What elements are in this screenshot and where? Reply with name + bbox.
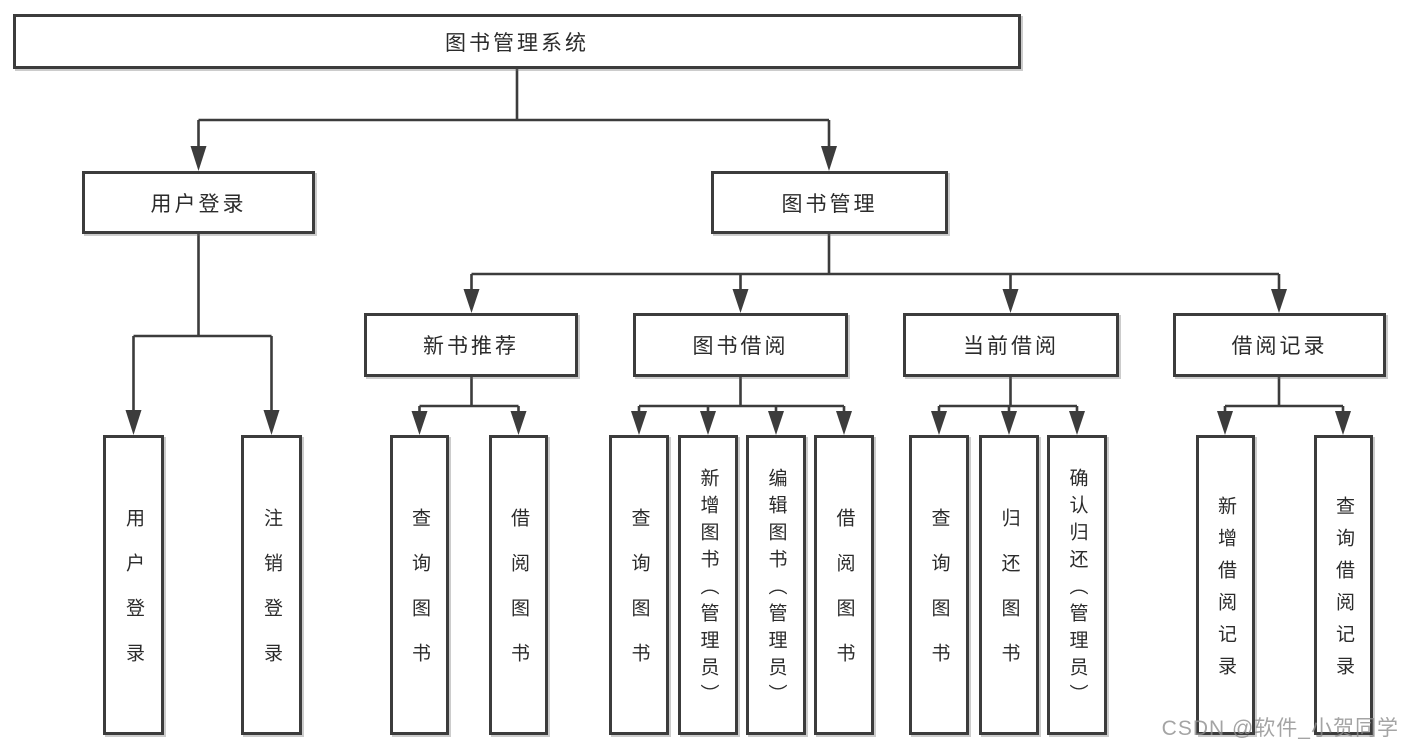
node-current-borrowing: 当前借阅: [903, 313, 1119, 377]
node-label: 用户登录: [123, 508, 144, 688]
node-label: 注销登录: [261, 508, 282, 688]
node-label: 新书推荐: [423, 335, 519, 358]
leaf-logout: 注销登录: [241, 435, 302, 735]
leaf-br-query-borrow-record: 查询借阅记录: [1314, 435, 1373, 735]
node-label: 查询借阅记录: [1333, 495, 1354, 688]
node-label: 归还图书: [998, 508, 1020, 688]
node-library-management-system: 图书管理系统: [13, 14, 1021, 69]
node-label: 查询图书: [628, 508, 650, 688]
connector-cb-to-leaves: [931, 377, 1085, 435]
leaf-cb-query-books: 查询图书: [909, 435, 969, 735]
node-label: 新增图书（管理员）: [697, 467, 719, 711]
connector-login-to-leaves: [125, 234, 280, 435]
node-label: 查询图书: [928, 508, 950, 688]
node-user-login: 用户登录: [82, 171, 315, 234]
node-new-book-recommend: 新书推荐: [364, 313, 578, 377]
node-label: 借阅图书: [508, 508, 529, 688]
node-label: 用户登录: [150, 192, 247, 216]
leaf-cb-confirm-return-admin: 确认归还（管理员）: [1047, 435, 1107, 735]
leaf-bb-borrow-books: 借阅图书: [814, 435, 874, 735]
connector-nbr-to-leaves: [411, 377, 527, 435]
node-label: 借阅记录: [1231, 335, 1328, 358]
leaf-nbr-query-books: 查询图书: [390, 435, 449, 735]
node-borrowing-records: 借阅记录: [1173, 313, 1386, 377]
connector-br-to-leaves: [1217, 377, 1351, 435]
connector-bb-to-leaves: [631, 377, 852, 435]
node-label: 新增借阅记录: [1215, 495, 1236, 688]
node-book-management: 图书管理: [711, 171, 948, 234]
node-label: 图书管理: [781, 192, 878, 216]
leaf-cb-return-books: 归还图书: [979, 435, 1039, 735]
leaf-nbr-borrow-books: 借阅图书: [489, 435, 548, 735]
connector-mgmt-to-level3: [463, 234, 1287, 313]
node-label: 当前借阅: [963, 335, 1059, 358]
connector-root-to-level2: [190, 69, 837, 171]
node-label: 图书借阅: [692, 335, 789, 358]
leaf-bb-query-books: 查询图书: [609, 435, 669, 735]
leaf-user-login: 用户登录: [103, 435, 164, 735]
leaf-bb-add-books-admin: 新增图书（管理员）: [678, 435, 738, 735]
node-label: 编辑图书（管理员）: [765, 467, 787, 711]
node-book-borrowing: 图书借阅: [633, 313, 848, 377]
node-label: 确认归还（管理员）: [1066, 467, 1088, 711]
csdn-watermark: CSDN @软件_小贺同学: [1161, 717, 1399, 740]
node-label: 借阅图书: [833, 508, 855, 688]
node-label: 图书管理系统: [445, 31, 589, 55]
node-label: 查询图书: [409, 508, 430, 688]
leaf-br-add-borrow-record: 新增借阅记录: [1196, 435, 1255, 735]
leaf-bb-edit-books-admin: 编辑图书（管理员）: [746, 435, 806, 735]
